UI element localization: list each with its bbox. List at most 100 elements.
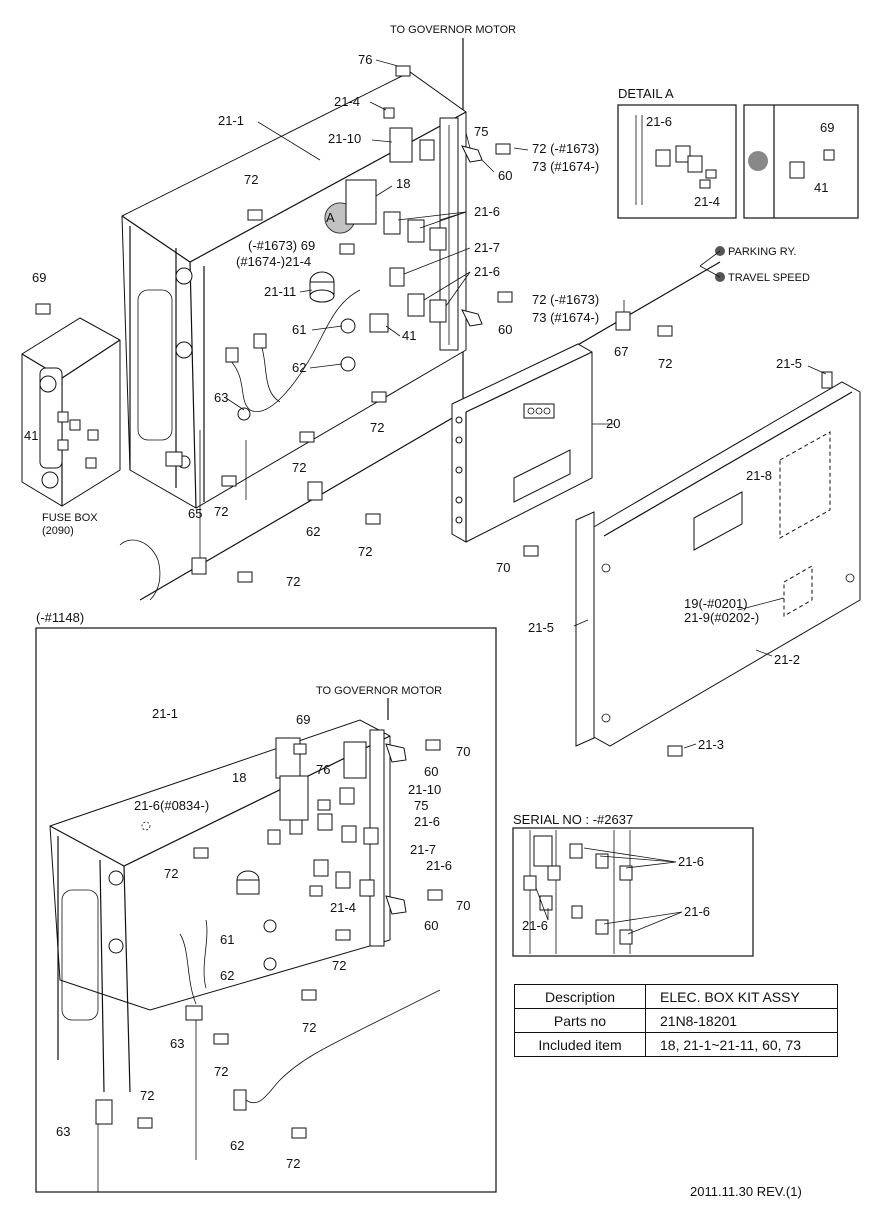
callout-60b: 60: [498, 322, 512, 337]
callout-20: 20: [606, 416, 620, 431]
inset-callout-76: 76: [316, 762, 330, 777]
callout-70: 70: [496, 560, 510, 575]
table-key: Description: [514, 984, 646, 1009]
fuse-box: [21, 317, 121, 507]
callout-21-6: 21-6: [474, 204, 500, 219]
callout-21-9: 21-9(#0202-): [684, 610, 759, 625]
callout-18: 18: [396, 176, 410, 191]
callout-72: 72: [244, 172, 258, 187]
callout-21-5b: 21-5: [528, 620, 554, 635]
callout-21-7: 21-7: [474, 240, 500, 255]
callout-62: 62: [292, 360, 306, 375]
detail-callout-21-4: 21-4: [694, 194, 720, 209]
inset-callout-72f: 72: [286, 1156, 300, 1171]
callout-21-1: 21-1: [218, 113, 244, 128]
inset-callout-63: 63: [170, 1036, 184, 1051]
callout-73-1674b: 73 (#1674-): [532, 310, 599, 325]
serial-panel: [512, 827, 754, 957]
parking-ry-label: PARKING RY.: [728, 246, 796, 258]
travel-speed-label: TRAVEL SPEED: [728, 272, 810, 284]
inset-callout-70b: 70: [456, 898, 470, 913]
inset-callout-63b: 63: [56, 1124, 70, 1139]
callout-21-5: 21-5: [776, 356, 802, 371]
callout-60: 60: [498, 168, 512, 183]
callout-72e: 72: [214, 504, 228, 519]
callout-41b: 41: [24, 428, 38, 443]
detail-a-panel: [617, 104, 859, 219]
callout-63: 63: [214, 390, 228, 405]
table-key: Included item: [514, 1032, 646, 1057]
footer-revision: 2011.11.30 REV.(1): [690, 1184, 802, 1199]
inset-callout-21-4: 21-4: [330, 900, 356, 915]
detail-a-title: DETAIL A: [618, 86, 674, 101]
inset-callout-21-6: 21-6: [414, 814, 440, 829]
inset-callout-61: 61: [220, 932, 234, 947]
callout-21-10: 21-10: [328, 131, 361, 146]
serial-callout-21-6c: 21-6: [684, 904, 710, 919]
inset-callout-72e: 72: [140, 1088, 154, 1103]
gasket: [575, 511, 595, 747]
inset-callout-21-1: 21-1: [152, 706, 178, 721]
inset-callout-75: 75: [414, 798, 428, 813]
inset-callout-60: 60: [424, 764, 438, 779]
callout-76: 76: [358, 52, 372, 67]
callout-72-1673: 72 (-#1673): [532, 141, 599, 156]
inset-callout-21-10: 21-10: [408, 782, 441, 797]
callout-21-6b: 21-6: [474, 264, 500, 279]
callout-19: 19(-#0201): [684, 596, 748, 611]
labels: TO GOVERNOR MOTOR DETAIL A PARKING RY. T…: [24, 24, 834, 1199]
fuse-box-code: (2090): [42, 525, 74, 537]
kit-info-table: Description ELEC. BOX KIT ASSY Parts no …: [514, 984, 838, 1057]
inset-callout-72d: 72: [214, 1064, 228, 1079]
callout-72b: 72: [658, 356, 672, 371]
inset-governor-label: TO GOVERNOR MOTOR: [316, 685, 442, 697]
inset-callout-21-6b: 21-6: [426, 858, 452, 873]
table-key: Parts no: [514, 1008, 646, 1033]
callout-62b: 62: [306, 524, 320, 539]
inset-callout-72b: 72: [332, 958, 346, 973]
serial-callout-21-6a: 21-6: [678, 854, 704, 869]
table-row: Included item 18, 21-1~21-11, 60, 73: [514, 1032, 838, 1057]
inset-serial-label: (-#1148): [36, 610, 84, 625]
bolts: [35, 65, 683, 757]
inset-callout-62b: 62: [230, 1138, 244, 1153]
callout-65: 65: [188, 506, 202, 521]
callout-21-4-1674: (#1674-)21-4: [236, 254, 311, 269]
callout-72-1673b: 72 (-#1673): [532, 292, 599, 307]
to-governor-label: TO GOVERNOR MOTOR: [390, 24, 516, 36]
table-value: ELEC. BOX KIT ASSY: [645, 984, 838, 1009]
inset-callout-62: 62: [220, 968, 234, 983]
detail-callout-21-6: 21-6: [646, 114, 672, 129]
callout-72g: 72: [286, 574, 300, 589]
inset-callout-72c: 72: [302, 1020, 316, 1035]
inset-panel: [35, 627, 497, 1193]
inset-callout-60b: 60: [424, 918, 438, 933]
callout-21-2: 21-2: [774, 652, 800, 667]
ecu-controller: [451, 343, 593, 543]
main-assembly: [21, 38, 861, 757]
inset-callout-21-7: 21-7: [410, 842, 436, 857]
table-row: Description ELEC. BOX KIT ASSY: [514, 984, 838, 1009]
callout-21-11: 21-11: [264, 284, 296, 299]
callout-67: 67: [614, 344, 628, 359]
callout-21-4: 21-4: [334, 94, 360, 109]
serial-no-label: SERIAL NO : -#2637: [513, 812, 633, 827]
fuse-box-label: FUSE BOX: [42, 512, 98, 524]
callout-69: 69: [32, 270, 46, 285]
inset-callout-21-6-0834: 21-6(#0834-): [134, 798, 209, 813]
table-row: Parts no 21N8-18201: [514, 1008, 838, 1033]
callout-21-3: 21-3: [698, 737, 724, 752]
circle-a-label: A: [326, 210, 335, 225]
inset-callout-70: 70: [456, 744, 470, 759]
callout-72f: 72: [358, 544, 372, 559]
detail-callout-69: 69: [820, 120, 834, 135]
inset-callout-72: 72: [164, 866, 178, 881]
callout-61: 61: [292, 322, 306, 337]
detail-callout-41: 41: [814, 180, 828, 195]
callout-72d: 72: [292, 460, 306, 475]
callout-75: 75: [474, 124, 488, 139]
inset-callout-69: 69: [296, 712, 310, 727]
table-value: 21N8-18201: [645, 1008, 838, 1033]
